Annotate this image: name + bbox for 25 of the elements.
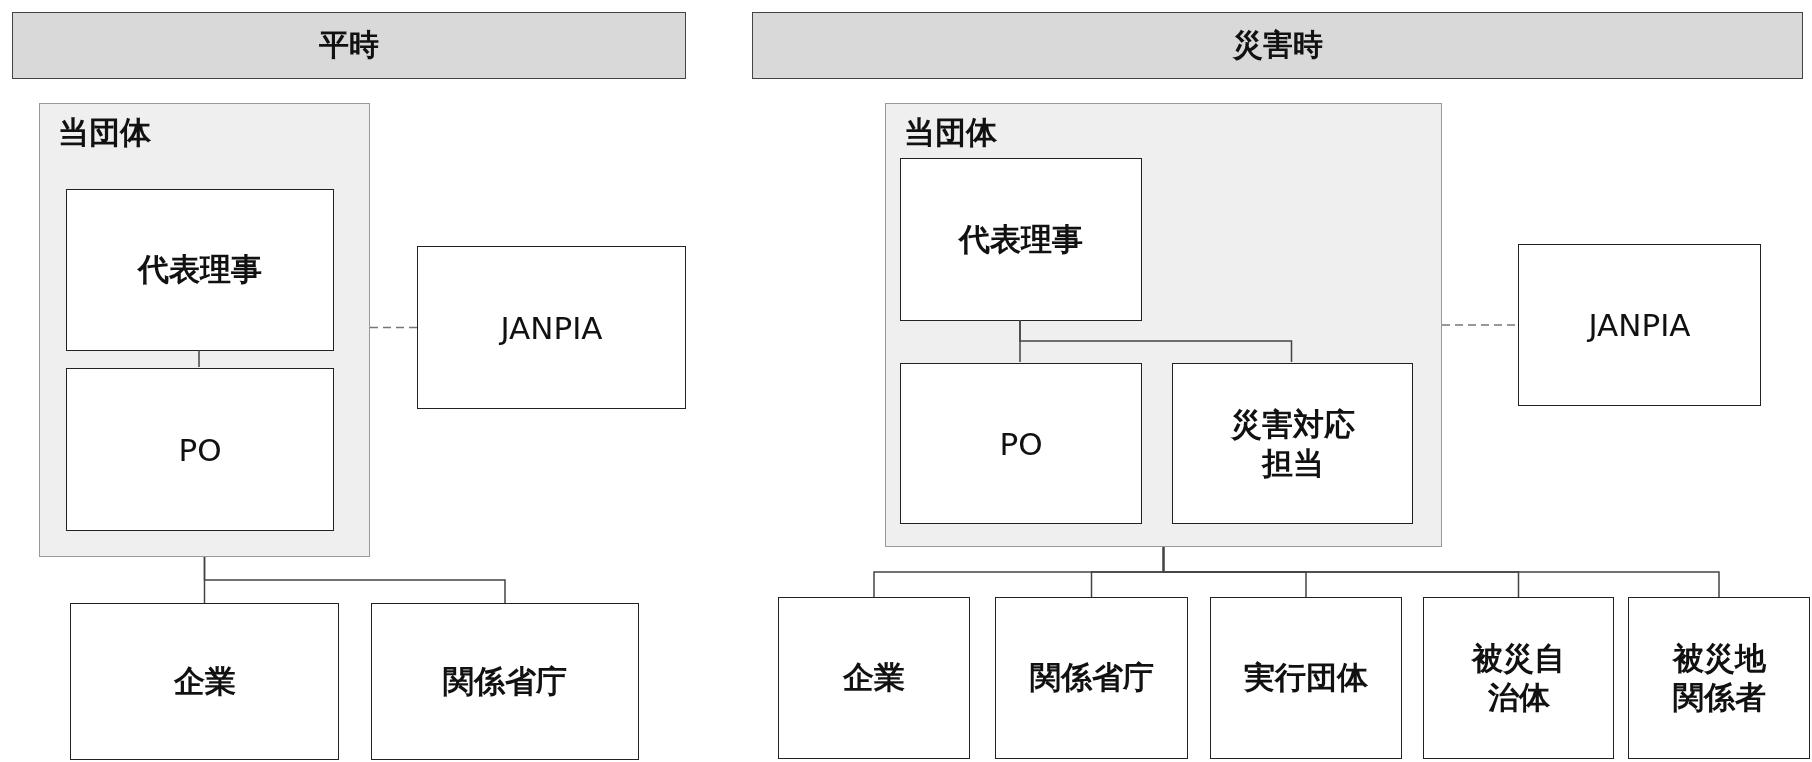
connector-line [203,556,506,604]
group-label: 当団体 [58,113,151,152]
organization-panel [39,103,370,557]
group-label: 当団体 [904,113,997,152]
role-box: 被災地関係者 [1628,597,1810,759]
section-header: 平時 [12,12,686,79]
role-box: PO [66,368,334,531]
section-header: 災害時 [752,12,1803,79]
role-box: 代表理事 [66,189,334,351]
role-box: PO [900,363,1142,524]
connector-line [1019,319,1293,363]
dashed-connector [369,326,418,329]
role-box: 関係省庁 [371,603,639,760]
organization-panel [885,103,1442,547]
role-box: 災害対応担当 [1172,363,1413,524]
role-box: JANPIA [1518,244,1761,406]
role-box: 代表理事 [900,158,1142,321]
role-box: 企業 [70,603,339,760]
connector-line [198,349,200,368]
role-box: 実行団体 [1210,597,1402,759]
connector-line [1162,546,1720,598]
role-box: 企業 [778,597,970,759]
role-box: 被災自治体 [1423,597,1614,759]
role-box: 関係省庁 [995,597,1188,759]
role-box: JANPIA [417,246,686,409]
